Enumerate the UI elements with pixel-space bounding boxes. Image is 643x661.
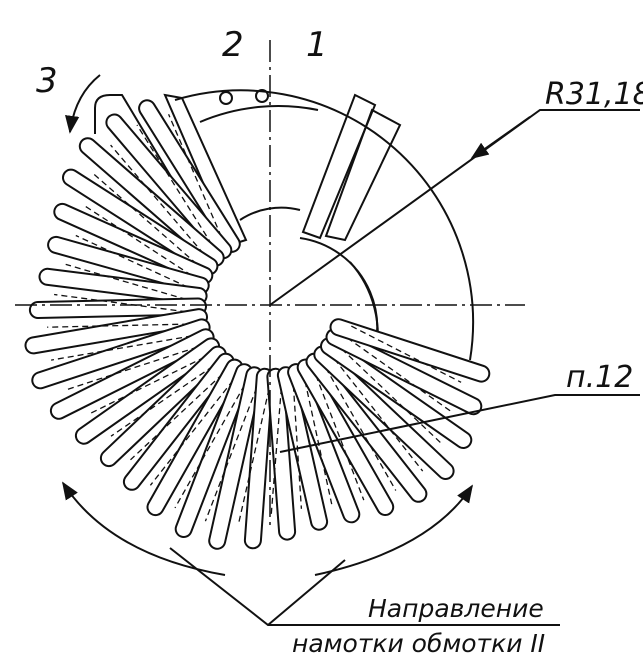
winding-turn-fill <box>80 139 223 265</box>
winding-turn-hidden-line <box>304 381 333 505</box>
insulation-arc-inner <box>239 206 301 221</box>
winding-turn-fill <box>26 310 206 353</box>
winding-lead-hook <box>94 94 216 251</box>
winding-turn-hidden-line <box>149 379 234 486</box>
winding-turn-hidden-line <box>204 387 258 522</box>
winding-turn-hidden-line <box>47 323 189 328</box>
lead-plate-right-inner <box>324 108 402 242</box>
winding-turn-fill <box>322 339 471 447</box>
core-outer-arc <box>174 89 475 361</box>
winding-turn-hidden-line <box>333 358 424 472</box>
winding-turn-hidden-line <box>66 346 198 391</box>
winding-turn-fill <box>49 237 208 293</box>
winding-turn-fill <box>33 320 209 388</box>
caption-winding: намотки обмотки II <box>292 629 545 658</box>
winding-turn-hidden-line <box>110 144 204 255</box>
winding-turn-hidden-line <box>83 204 192 276</box>
winding-turn-fill <box>307 354 426 501</box>
winding-turn-hidden-line <box>270 388 282 517</box>
winding-turn-hidden-line <box>341 348 442 444</box>
winding-turn-hidden-line <box>92 173 198 265</box>
radius-arrow <box>470 116 531 160</box>
winding-turn-hidden-line <box>292 385 303 509</box>
direction-arrow-right <box>314 484 473 576</box>
winding-turn-hidden-line <box>168 114 222 237</box>
mark-1-label: 1 <box>306 25 328 65</box>
radius-label: R31,18 <box>545 77 643 112</box>
winding-turn-fill <box>40 269 206 303</box>
winding-turn-hidden-line <box>110 365 214 437</box>
winding-turn-fill <box>327 330 481 414</box>
winding-turn-fill <box>268 369 295 539</box>
mark-3-label: 3 <box>36 61 58 101</box>
winding-turn-hidden-line <box>50 335 193 361</box>
winding-turn-hidden-line <box>136 124 213 245</box>
winding-turn-hidden-line <box>351 325 462 383</box>
winding-turn-hidden-line <box>174 384 246 509</box>
winding-turn-fill <box>30 299 205 317</box>
winding-turn-fill <box>101 347 225 466</box>
winding-turn-fill <box>210 368 262 548</box>
mark-2-label: 2 <box>222 25 244 65</box>
winding-turn-fill <box>331 320 489 381</box>
insulation-arc-top <box>199 105 319 123</box>
mounting-hole-right <box>255 89 269 103</box>
winding-turn-fill <box>124 354 233 489</box>
winding-turn-fill <box>176 365 252 536</box>
winding-turn-fill <box>55 204 212 283</box>
lead-plate-right <box>301 93 377 240</box>
winding-turn-hidden-line <box>346 337 453 413</box>
winding-turn-hidden-line <box>65 263 187 301</box>
winding-turn-hidden-line <box>75 234 189 288</box>
caption-leader-right <box>267 559 346 626</box>
winding-turn-fill <box>76 339 219 443</box>
winding-turn-fill <box>51 330 213 418</box>
winding-turn-fill <box>315 347 453 478</box>
winding-turn-fill <box>245 369 272 548</box>
caption-direction: Направление <box>368 594 544 623</box>
winding-turn-fill <box>278 368 327 529</box>
winding-turns <box>24 99 491 550</box>
item-label: п.12 <box>566 360 633 395</box>
item-leader-line <box>279 394 640 453</box>
winding-turn-fill <box>64 170 217 274</box>
winding-turn-hidden-line <box>238 388 270 523</box>
winding-turn-fill <box>298 360 393 514</box>
radius-leader-line <box>269 109 640 306</box>
mounting-hole-left <box>219 91 233 105</box>
winding-turn-hidden-line <box>315 375 365 501</box>
winding-turn-hidden-line <box>130 373 223 461</box>
winding-turn-fill <box>107 115 231 258</box>
winding-turn-hidden-line <box>54 293 187 313</box>
winding-turn-fill <box>140 101 239 251</box>
winding-turn-hidden-line <box>325 367 397 491</box>
winding-turn-hidden-line <box>88 356 205 415</box>
winding-turn-fill <box>148 360 242 515</box>
rotation-arrow-3 <box>65 74 101 134</box>
